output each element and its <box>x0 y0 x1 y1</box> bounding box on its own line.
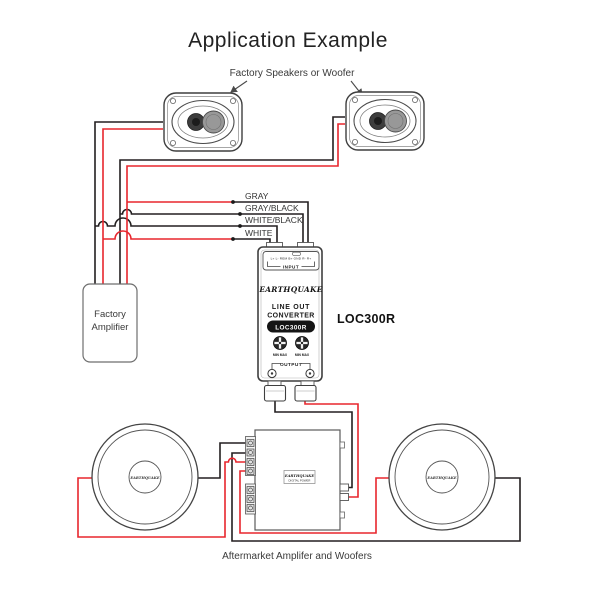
wire-left-speaker-positive <box>102 128 163 284</box>
splice-dot-gray-black <box>238 212 242 216</box>
wire-tap-gray-segment <box>233 201 309 243</box>
wire-label-white-black: WHITE/BLACK <box>245 215 303 225</box>
loc-output-tab-right <box>300 380 315 386</box>
splice-dots <box>231 200 242 241</box>
page-title: Application Example <box>188 29 388 52</box>
black-wires <box>94 116 521 542</box>
loc-output-label: OUTPUT <box>280 362 302 368</box>
amp-brand-plate <box>283 470 316 484</box>
loc-output-bracket-left <box>271 363 281 369</box>
loc-input-bracket-right <box>301 261 315 267</box>
loc-input-terminal-strip <box>262 251 320 271</box>
loc-title-line1: LINE OUT <box>272 304 310 311</box>
loc-model-badge-label: LOC300R <box>275 324 307 331</box>
gain-knob-right[interactable] <box>295 336 309 350</box>
loc-title-line2: CONVERTER <box>267 313 315 320</box>
factory-speaker-left <box>163 92 243 152</box>
rca-output-jack-right-pin <box>308 372 312 375</box>
wire-amp-to-left-woofer-plus <box>198 442 247 479</box>
woofer-left-brand-label: EARTHQUAKE <box>129 476 160 480</box>
splice-dot-white-black <box>238 224 242 228</box>
red-wires <box>77 123 389 538</box>
loc-model-badge <box>267 320 315 333</box>
loc-output-tab-left <box>267 380 282 386</box>
amp-speaker-terminals <box>246 439 255 475</box>
amp-power-terminals <box>246 486 255 512</box>
wire-left-speaker-negative <box>94 121 163 284</box>
bottom-caption: Aftermarket Amplifer and Woofers <box>222 551 372 562</box>
factory-amplifier-label-line1: Factory <box>94 309 126 320</box>
loc-brand-logo: EARTHQUAKE <box>258 285 322 294</box>
wire-loc-output-right <box>304 401 359 498</box>
aftermarket-amplifier: EARTHQUAKE DIGITAL POWER <box>245 429 349 531</box>
factory-speaker-right <box>345 91 425 151</box>
wire-right-speaker-positive <box>126 123 345 284</box>
wire-label-gray-black: GRAY/BLACK <box>245 203 299 213</box>
wire-loc-output-left <box>274 401 353 489</box>
pointer-arrow-left-icon <box>230 80 248 93</box>
rca-output-jack-left-pin <box>270 372 274 375</box>
amp-model-label: DIGITAL POWER <box>289 479 311 483</box>
factory-amplifier-label-line2: Amplifier <box>92 322 129 333</box>
wire-right-speaker-negative <box>119 116 345 284</box>
gain-knob-left[interactable] <box>273 336 287 350</box>
amp-rca-input-jack-right <box>339 493 349 501</box>
splice-dot-white <box>231 237 235 241</box>
woofer-right-brand-label: EARTHQUAKE <box>426 476 457 480</box>
wire-amp-to-right-woofer-minus <box>239 470 389 534</box>
loc-terminal-row-label: L+ L- REM B+ GND R- R+ <box>271 257 312 261</box>
knob-right-min-max-label: MIN MAX <box>295 353 310 357</box>
wire-tap-white-segment <box>233 238 271 243</box>
loc-output-bracket-right <box>301 363 311 369</box>
wire-amp-to-right-woofer-plus <box>231 452 521 542</box>
wire-amp-to-left-woofer-minus <box>77 457 247 538</box>
amp-rca-input-jack-left <box>339 483 349 492</box>
factory-speakers-label: Factory Speakers or Woofer <box>230 68 356 79</box>
amp-side-screw-bottom <box>339 511 345 519</box>
rca-plug-left <box>263 384 287 402</box>
wire-label-gray: GRAY <box>245 191 269 201</box>
wire-labels: GRAY GRAY/BLACK WHITE/BLACK WHITE <box>245 191 303 238</box>
knob-left-min-max-label: MIN MAX <box>273 353 288 357</box>
amp-side-screw-top <box>339 441 345 449</box>
factory-amplifier-body <box>82 283 138 363</box>
rca-plug-right <box>294 384 317 402</box>
loc-body-inner-line <box>260 249 320 379</box>
loc-input-label: INPUT <box>283 264 299 269</box>
loc300r-unit: L+ L- REM B+ GND R- R+ INPUT EARTHQUAKE … <box>257 242 323 402</box>
loc-input-bracket-left <box>267 261 281 267</box>
loc-side-model-label: LOC300R <box>337 312 395 326</box>
factory-amplifier: Factory Amplifier <box>82 283 138 363</box>
splice-dot-gray <box>231 200 235 204</box>
amp-brand-label: EARTHQUAKE <box>284 474 315 478</box>
wire-white-splice-segment <box>103 230 233 240</box>
wire-tap-gray-black <box>120 208 304 243</box>
wire-tap-white-black <box>95 217 278 243</box>
fuse-icon <box>292 251 301 256</box>
wire-label-white: WHITE <box>245 228 273 238</box>
